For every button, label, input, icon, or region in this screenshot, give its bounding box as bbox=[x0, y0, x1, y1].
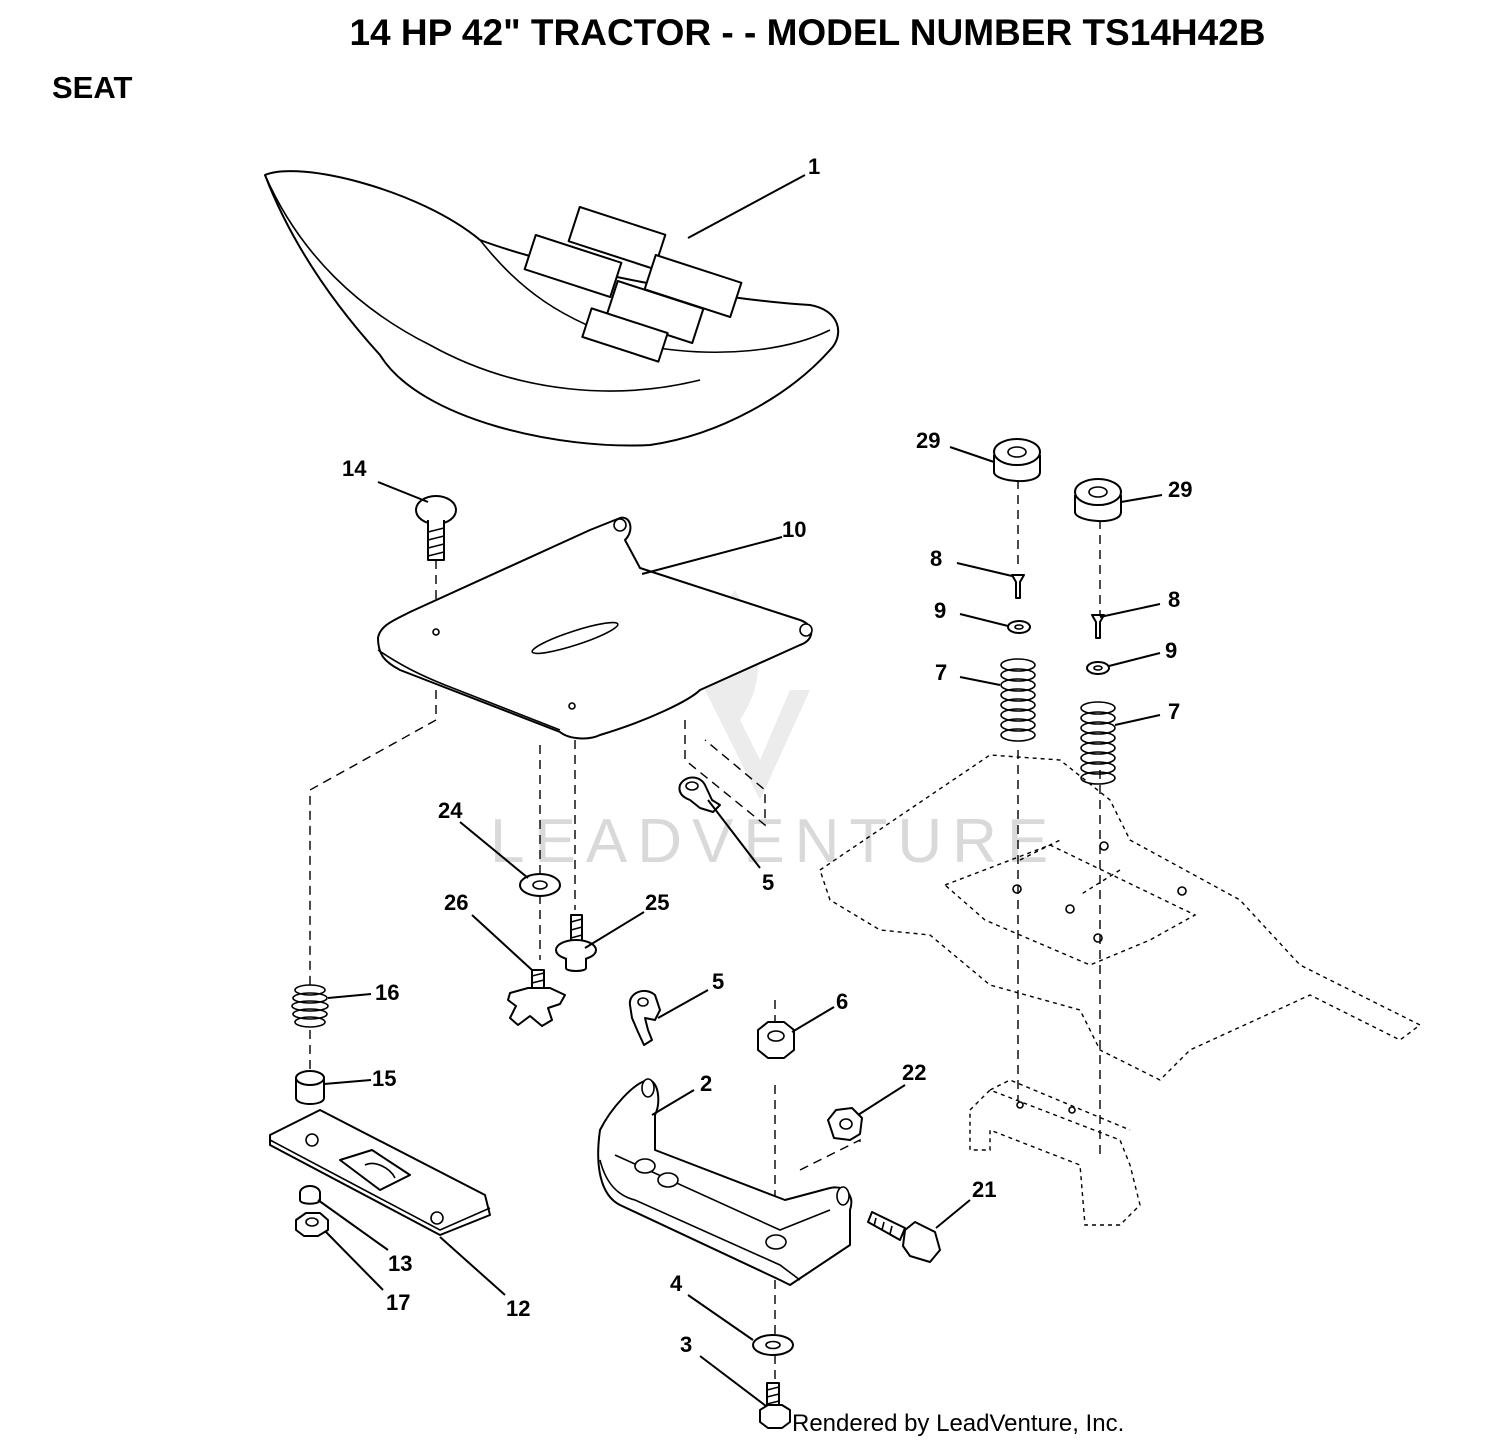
callout-7b: 7 bbox=[1168, 699, 1180, 724]
seat-springs bbox=[1000, 658, 1116, 785]
seat-switch-clip-lower bbox=[628, 990, 661, 1046]
seat-slide-rail bbox=[269, 1109, 491, 1236]
assembly-lines bbox=[309, 480, 1101, 1380]
section-title: SEAT bbox=[52, 70, 133, 105]
shoulder-bolt-25 bbox=[555, 914, 597, 972]
callout-8a: 8 bbox=[930, 546, 942, 571]
callout-26: 26 bbox=[444, 890, 468, 915]
callout-4: 4 bbox=[670, 1271, 683, 1296]
callout-2: 2 bbox=[700, 1071, 712, 1096]
callout-12: 12 bbox=[506, 1296, 530, 1321]
flat-washer-24 bbox=[519, 873, 561, 897]
seat bbox=[264, 170, 840, 447]
callout-17: 17 bbox=[386, 1290, 410, 1315]
callout-21: 21 bbox=[972, 1177, 996, 1202]
adjustment-knob bbox=[507, 969, 566, 1027]
shoulder-bolt-21 bbox=[867, 1211, 941, 1263]
footer-credit: Rendered by LeadVenture, Inc. bbox=[792, 1410, 1125, 1437]
callout-24: 24 bbox=[438, 798, 463, 823]
frame-bracket-outline bbox=[969, 1079, 1141, 1226]
nut-and-washer bbox=[295, 1185, 329, 1237]
screws-and-washers bbox=[1007, 574, 1110, 675]
callout-7a: 7 bbox=[935, 660, 947, 685]
callout-13: 13 bbox=[388, 1251, 412, 1276]
lock-nut bbox=[757, 1021, 795, 1059]
callout-14: 14 bbox=[342, 456, 367, 481]
leader-lines bbox=[317, 174, 1163, 1407]
fender-outline bbox=[819, 754, 1422, 1081]
callout-numbers: 1 14 10 29 29 8 8 9 9 7 7 24 5 26 25 16 … bbox=[342, 154, 1192, 1357]
callout-5a: 5 bbox=[762, 870, 774, 895]
carriage-bolt bbox=[415, 495, 457, 561]
callout-3: 3 bbox=[680, 1332, 692, 1357]
callout-6: 6 bbox=[836, 989, 848, 1014]
compression-spring bbox=[291, 984, 329, 1028]
watermark-text: LEADVENTURE bbox=[490, 807, 1058, 876]
callout-16: 16 bbox=[375, 980, 399, 1005]
callout-1: 1 bbox=[808, 154, 820, 179]
flat-washer-4 bbox=[752, 1334, 794, 1356]
callout-9a: 9 bbox=[934, 598, 946, 623]
callout-22: 22 bbox=[902, 1060, 926, 1085]
callout-15: 15 bbox=[372, 1066, 396, 1091]
hex-nut-22 bbox=[827, 1107, 863, 1141]
spacer-bushing bbox=[295, 1070, 325, 1105]
callout-29a: 29 bbox=[916, 428, 940, 453]
callout-8b: 8 bbox=[1168, 587, 1180, 612]
hex-bolt-3 bbox=[759, 1382, 791, 1429]
callout-29b: 29 bbox=[1168, 477, 1192, 502]
rubber-bumpers bbox=[993, 438, 1122, 523]
watermark: LEADVENTURE bbox=[490, 590, 1058, 876]
callout-25: 25 bbox=[645, 890, 669, 915]
callout-9b: 9 bbox=[1165, 638, 1177, 663]
seat-pan bbox=[377, 516, 813, 740]
page-title: 14 HP 42" TRACTOR - - MODEL NUMBER TS14H… bbox=[349, 12, 1266, 53]
callout-5b: 5 bbox=[712, 969, 724, 994]
seat-pivot-bracket bbox=[597, 1078, 853, 1286]
callout-10: 10 bbox=[782, 517, 806, 542]
